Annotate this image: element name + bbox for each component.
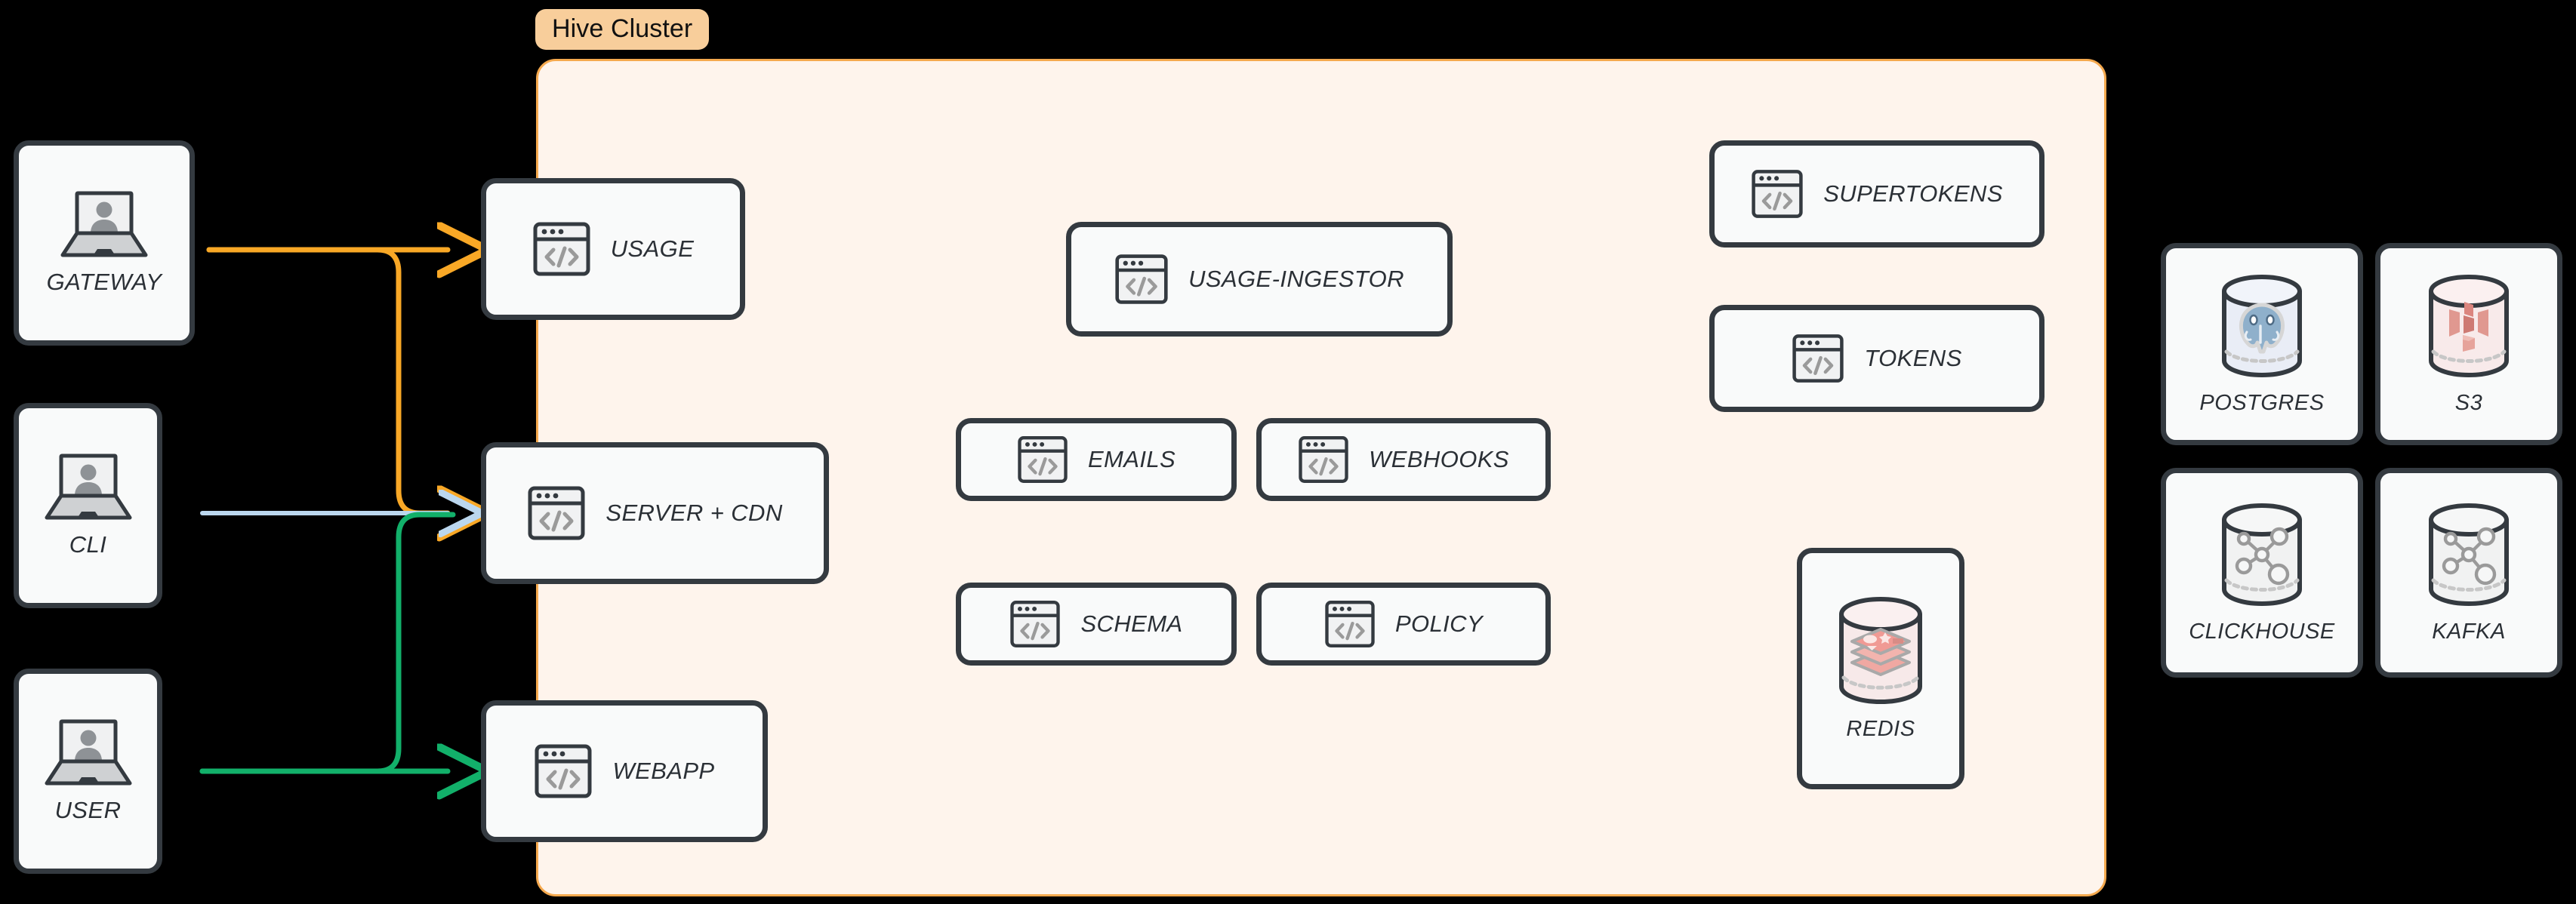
service-node-supertokens[interactable]: SUPERTOKENS <box>1709 140 2044 248</box>
datastore-node-redis[interactable]: REDIS <box>1797 548 1964 789</box>
service-label: POLICY <box>1394 610 1484 637</box>
laptop-user-icon <box>41 453 136 522</box>
service-node-schema[interactable]: SCHEMA <box>956 583 1237 666</box>
s3-cylinder-icon <box>2419 273 2519 379</box>
code-window-icon <box>527 484 586 543</box>
code-window-icon <box>1017 434 1068 485</box>
client-node-user[interactable]: USER <box>14 669 162 874</box>
code-window-icon <box>1114 252 1169 306</box>
client-node-gateway[interactable]: GATEWAY <box>14 140 195 346</box>
service-node-usage[interactable]: USAGE <box>481 178 745 320</box>
code-window-icon <box>1751 168 1804 220</box>
code-window-icon <box>534 742 593 801</box>
client-label: CLI <box>69 531 107 558</box>
code-window-icon <box>1298 434 1349 485</box>
datastore-label: POSTGRES <box>2199 390 2325 415</box>
datastore-label: S3 <box>2454 390 2483 415</box>
edge-gateway-to-server-cdn <box>206 247 448 513</box>
edge-user-to-server-cdn <box>199 512 456 774</box>
datastore-node-clickhouse[interactable]: CLICKHOUSE <box>2161 468 2363 678</box>
service-node-webhooks[interactable]: WEBHOOKS <box>1256 418 1551 501</box>
service-node-tokens[interactable]: TOKENS <box>1709 305 2044 412</box>
service-label: TOKENS <box>1864 345 1962 371</box>
code-window-icon <box>532 220 591 278</box>
redis-cylinder-icon <box>1829 596 1933 705</box>
service-node-server-cdn[interactable]: SERVER + CDN <box>481 442 829 584</box>
service-label: USAGE <box>610 235 695 262</box>
service-label: WEBAPP <box>612 758 715 784</box>
laptop-user-icon <box>57 190 152 260</box>
service-label: EMAILS <box>1087 446 1176 472</box>
service-label: SCHEMA <box>1080 610 1183 637</box>
postgres-cylinder-icon <box>2212 273 2312 379</box>
laptop-user-icon <box>41 718 136 788</box>
datastore-label: REDIS <box>1846 716 1915 741</box>
graph-cylinder-icon <box>2212 502 2312 607</box>
service-label: SERVER + CDN <box>605 500 783 526</box>
client-label: GATEWAY <box>46 269 162 295</box>
service-node-emails[interactable]: EMAILS <box>956 418 1237 501</box>
datastore-label: CLICKHOUSE <box>2189 619 2335 644</box>
client-node-cli[interactable]: CLI <box>14 403 162 608</box>
service-label: USAGE-INGESTOR <box>1188 266 1404 292</box>
code-window-icon <box>1324 598 1376 650</box>
client-label: USER <box>54 797 122 823</box>
service-node-usage-ingestor[interactable]: USAGE-INGESTOR <box>1066 222 1453 337</box>
service-node-policy[interactable]: POLICY <box>1256 583 1551 666</box>
service-label: WEBHOOKS <box>1369 446 1509 472</box>
graph-cylinder-icon <box>2419 502 2519 607</box>
service-node-webapp[interactable]: WEBAPP <box>481 700 768 842</box>
code-window-icon <box>1009 598 1061 650</box>
datastore-node-postgres[interactable]: POSTGRES <box>2161 243 2363 445</box>
service-label: SUPERTOKENS <box>1823 180 2003 207</box>
datastore-node-s3[interactable]: S3 <box>2375 243 2562 445</box>
hive-cluster-badge: Hive Cluster <box>535 9 710 50</box>
datastore-node-kafka[interactable]: KAFKA <box>2375 468 2562 678</box>
code-window-icon <box>1792 332 1844 385</box>
datastore-label: KAFKA <box>2432 619 2506 644</box>
